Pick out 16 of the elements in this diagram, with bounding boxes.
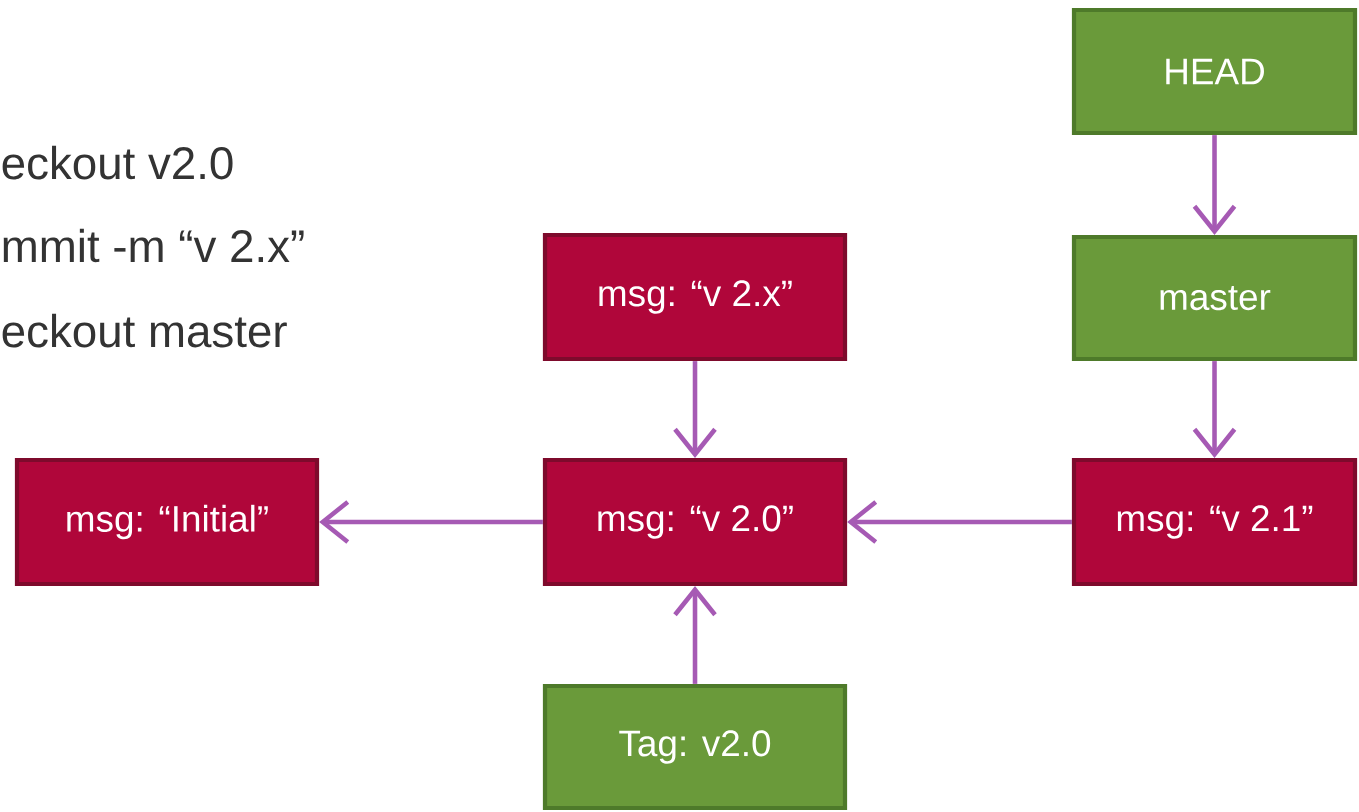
arrow [1192,361,1237,458]
pointer-box: Tag: v2.0 [542,683,848,811]
arrow [847,500,1072,544]
arrow [673,586,717,684]
commit-box: msg: “v 2.x” [542,232,848,362]
commit-box: msg: “Initial” [14,457,320,587]
command-text: eckout v2.0 [2,145,233,180]
pointer-box: HEAD [1071,7,1358,136]
commit-box: msg: “v 2.0” [542,457,848,587]
arrow [673,361,717,458]
command-text: mmit -m “v 2.x” [3,228,304,263]
command-text: eckout master [2,313,287,348]
arrow [319,500,543,544]
commit-box: msg: “v 2.1” [1071,457,1358,587]
pointer-box: master [1071,234,1358,362]
arrow [1192,135,1237,235]
